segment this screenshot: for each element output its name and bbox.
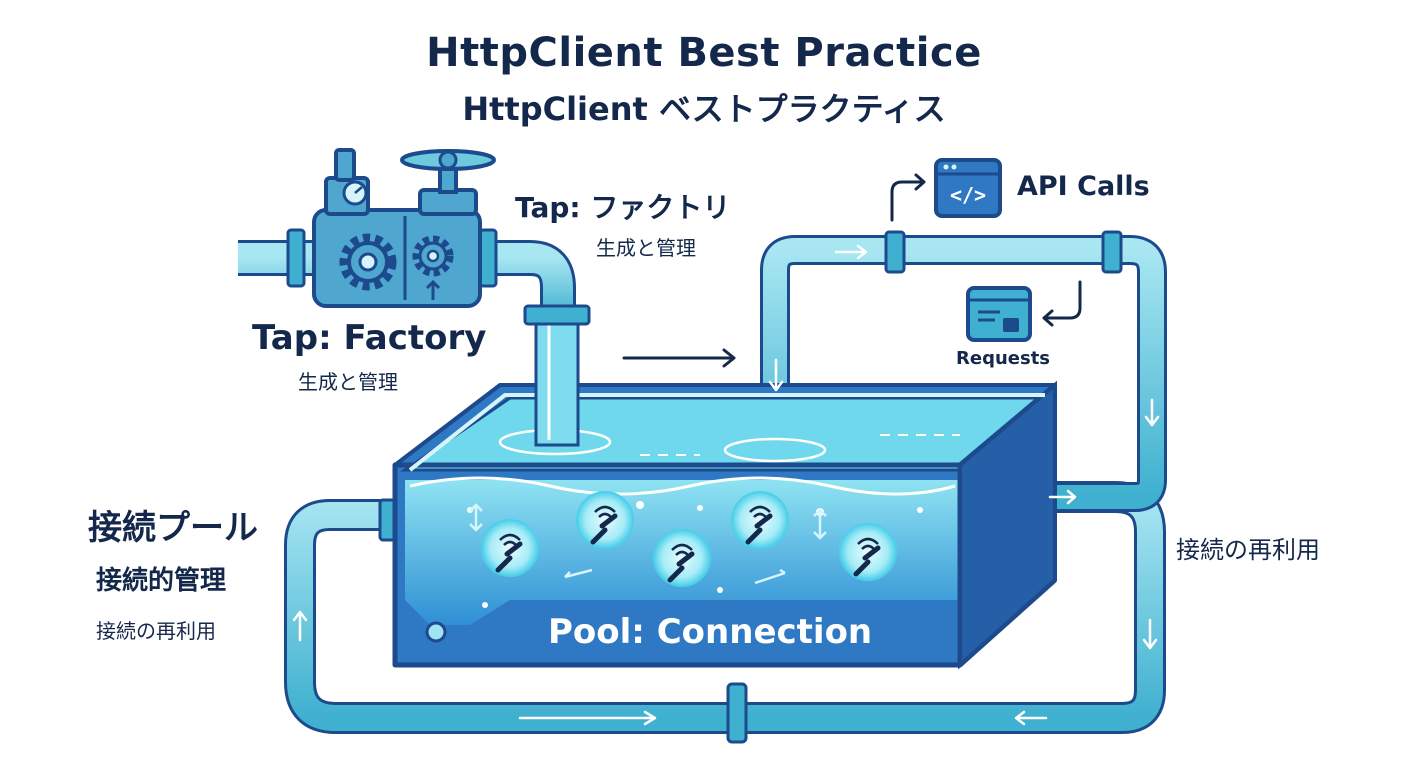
reuse-label: 接続の再利用 [1176,536,1320,564]
pool-label-ja-sub: 接続的管理 [96,566,227,596]
api-calls-label: API Calls [1017,171,1150,202]
requests-label: Requests [956,348,1051,369]
requests-arrow [1042,280,1082,327]
gear-icon [339,233,397,291]
flow-arrow-icon [622,348,736,368]
browser-request-icon [966,286,1032,342]
plug-connection-icon [576,491,634,549]
pressure-gauge-icon [342,180,368,206]
api-arrow [890,173,926,222]
connection-plugs [469,491,897,587]
tap-label-ja: Tap: ファクトリ [515,191,731,224]
page-title: HttpClient Best Practice [426,30,982,76]
flow-arrow-icon [292,244,1160,726]
tap-label-en-sub: 生成と管理 [298,370,398,394]
gear-icon [412,235,454,277]
return-loop-pipe [284,481,1166,744]
tap-label-en: Tap: Factory [252,318,487,358]
plug-connection-icon [839,523,897,581]
pool-label-ja: 接続プール [88,508,258,548]
tap-water-stream [534,313,580,447]
plug-connection-icon [653,529,711,587]
tap-label-ja-sub: 生成と管理 [596,236,696,260]
flow-arrow-icon [469,503,827,585]
code-window-icon: </> [934,158,1002,218]
pool-label-ja-sub2: 接続の再利用 [96,619,216,643]
plug-connection-icon [731,491,789,549]
tap-factory [312,148,496,308]
tap-pipe [238,228,591,326]
page-subtitle: HttpClient ベストプラクティス [462,90,946,128]
pool-label-en: Pool: Connection [548,612,873,652]
svg-text:</>: </> [950,183,986,207]
plug-connection-icon [481,519,539,577]
